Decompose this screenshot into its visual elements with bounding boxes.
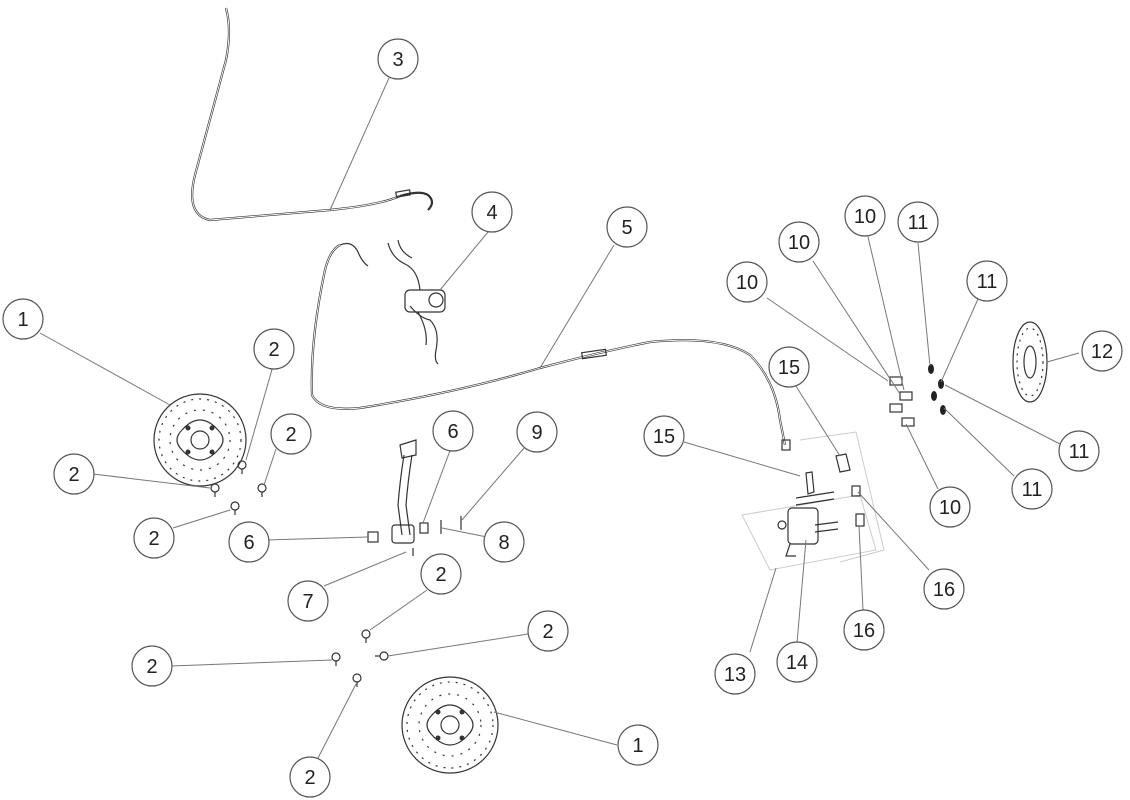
- callout-2: 2: [131, 645, 173, 687]
- callout-6: 6: [228, 521, 270, 563]
- callout-11: 11: [1011, 468, 1053, 510]
- svg-text:2: 2: [268, 339, 279, 361]
- svg-text:11: 11: [977, 271, 998, 293]
- svg-text:10: 10: [736, 272, 758, 294]
- svg-text:15: 15: [778, 357, 800, 379]
- svg-text:2: 2: [542, 621, 553, 643]
- callout-15: 15: [768, 346, 810, 388]
- svg-text:6: 6: [447, 421, 458, 443]
- callout-11: 11: [966, 260, 1008, 302]
- svg-text:11: 11: [1022, 479, 1043, 501]
- callout-13: 13: [714, 653, 756, 695]
- callout-6: 6: [432, 410, 474, 452]
- callout-2: 2: [289, 756, 331, 798]
- svg-text:5: 5: [621, 217, 632, 239]
- pad-springs: [851, 485, 865, 527]
- svg-text:2: 2: [146, 656, 157, 678]
- svg-text:2: 2: [304, 767, 315, 789]
- callout-1: 1: [617, 724, 659, 766]
- callout-2: 2: [527, 610, 569, 652]
- brake-lever-assembly: [387, 239, 446, 365]
- callout-2: 2: [133, 517, 175, 559]
- svg-text:14: 14: [786, 652, 808, 674]
- svg-text:1: 1: [632, 735, 643, 757]
- cable-top: [191, 7, 434, 222]
- callout-10: 10: [778, 221, 820, 263]
- callout-11: 11: [1058, 430, 1100, 472]
- svg-text:9: 9: [531, 422, 542, 444]
- callout-16: 16: [923, 568, 965, 610]
- callout-8: 8: [483, 521, 525, 563]
- callout-2: 2: [53, 453, 95, 495]
- brake-disc-bottom: [401, 676, 499, 774]
- brake-disc-right: [1012, 321, 1048, 403]
- svg-text:2: 2: [148, 528, 159, 550]
- callout-16: 16: [843, 609, 885, 651]
- svg-text:2: 2: [285, 424, 296, 446]
- bolts-left-group: [210, 460, 267, 515]
- svg-text:16: 16: [853, 620, 875, 642]
- svg-text:10: 10: [939, 497, 961, 519]
- callout-9: 9: [516, 411, 558, 453]
- cable-long: [310, 242, 791, 451]
- nuts: [928, 364, 946, 415]
- callout-2: 2: [270, 413, 312, 455]
- callout-2: 2: [253, 328, 295, 370]
- callout-1: 1: [2, 298, 44, 340]
- svg-text:8: 8: [498, 532, 509, 554]
- brake-disc-left: [153, 393, 247, 487]
- svg-text:16: 16: [933, 579, 955, 601]
- leader-lines: [39, 77, 1080, 761]
- callout-3: 3: [377, 38, 419, 80]
- callout-10: 10: [844, 195, 886, 237]
- callout-10: 10: [929, 486, 971, 528]
- callout-4: 4: [471, 191, 513, 233]
- svg-text:4: 4: [486, 202, 497, 224]
- seal-parts: [367, 516, 462, 543]
- svg-text:2: 2: [68, 464, 79, 486]
- callout-15: 15: [643, 415, 685, 457]
- svg-text:13: 13: [724, 664, 746, 686]
- svg-text:2: 2: [435, 564, 446, 586]
- callout-7: 7: [287, 580, 329, 622]
- svg-text:7: 7: [302, 591, 313, 613]
- callout-5: 5: [606, 206, 648, 248]
- svg-text:11: 11: [908, 212, 929, 234]
- svg-text:6: 6: [243, 532, 254, 554]
- svg-text:15: 15: [653, 426, 675, 448]
- svg-text:1: 1: [17, 309, 28, 331]
- svg-text:10: 10: [788, 232, 810, 254]
- brake-pads: [805, 453, 851, 495]
- callout-2: 2: [420, 553, 462, 595]
- master-cylinder-bracket: [391, 439, 417, 556]
- callout-14: 14: [776, 641, 818, 683]
- callout-11: 11: [897, 201, 939, 243]
- svg-text:11: 11: [1069, 441, 1090, 463]
- bolts-bottom-group: [331, 629, 389, 687]
- brake-caliper-assembly: [741, 431, 885, 571]
- svg-text:3: 3: [392, 49, 403, 71]
- callout-12: 12: [1081, 330, 1123, 372]
- svg-text:12: 12: [1091, 341, 1113, 363]
- callout-10: 10: [726, 261, 768, 303]
- svg-text:10: 10: [854, 206, 876, 228]
